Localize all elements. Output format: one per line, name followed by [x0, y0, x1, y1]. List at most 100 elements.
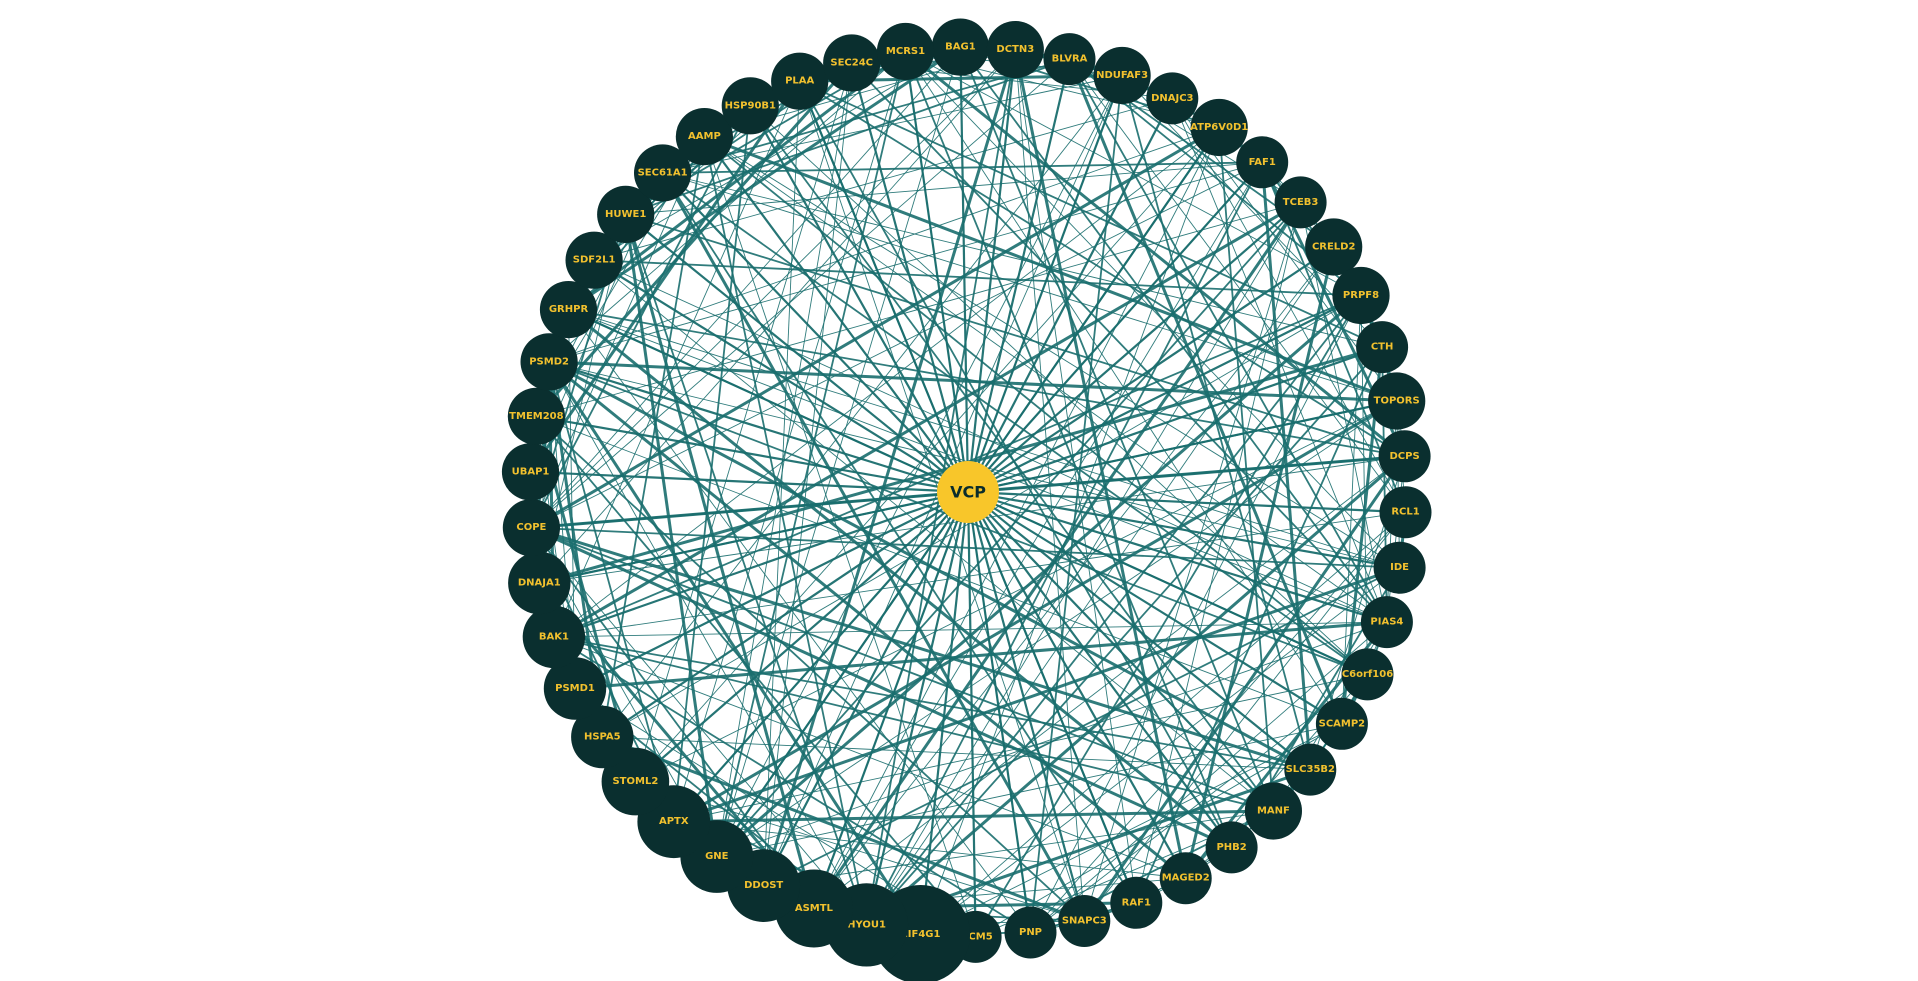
node-blvra[interactable]: BLVRA [1043, 33, 1096, 86]
node-faf1[interactable]: FAF1 [1236, 136, 1289, 189]
node-sdf2l1[interactable]: SDF2L1 [565, 231, 623, 289]
node-tceb3[interactable]: TCEB3 [1274, 176, 1327, 229]
node-edge [535, 415, 1085, 922]
node-edge [865, 455, 1406, 927]
node-dctn3[interactable]: DCTN3 [986, 20, 1044, 79]
node-edge [1184, 246, 1336, 879]
node-circle [1058, 895, 1111, 947]
node-cth[interactable]: CTH [1356, 321, 1409, 374]
node-edge [661, 172, 1138, 904]
node-edge [763, 81, 801, 886]
node-label: GRHPR [549, 304, 589, 315]
hub-edge [530, 470, 969, 494]
node-circle [986, 20, 1044, 79]
node-label: MANF [1257, 806, 1290, 817]
node-hsp90b1[interactable]: HSP90B1 [721, 77, 779, 135]
node-creld2[interactable]: CRELD2 [1305, 218, 1363, 276]
node-label: NDUFAF3 [1096, 70, 1148, 81]
node-label: SNAPC3 [1062, 916, 1107, 927]
node-circle [721, 77, 779, 135]
node-circle [502, 499, 560, 557]
hub-edge [967, 294, 1362, 493]
node-edge [548, 127, 1220, 363]
node-edge [798, 80, 1233, 848]
node-circle [507, 387, 565, 445]
node-ubap1[interactable]: UBAP1 [501, 443, 560, 501]
node-label: TOPORS [1374, 396, 1420, 407]
node-edge [535, 62, 853, 418]
node-snapc3[interactable]: SNAPC3 [1058, 895, 1111, 947]
node-circle [1305, 218, 1363, 276]
node-rcl1[interactable]: RCL1 [1379, 486, 1432, 539]
node-label: CRELD2 [1312, 242, 1356, 253]
node-edge [904, 51, 1233, 848]
node-tmem208[interactable]: TMEM208 [507, 387, 565, 445]
node-label: DDOST [744, 880, 783, 891]
node-edge [799, 80, 1383, 348]
node-cope[interactable]: COPE [502, 499, 560, 557]
node-label: BAG1 [945, 42, 976, 53]
node-edge [529, 80, 801, 473]
node-label: APTX [659, 816, 689, 827]
node-circle [501, 443, 560, 501]
node-scamp2[interactable]: SCAMP2 [1315, 697, 1368, 750]
node-phb2[interactable]: PHB2 [1205, 821, 1258, 874]
node-edge [716, 62, 853, 857]
node-label: EIF4G1 [901, 929, 941, 940]
node-circle [1004, 906, 1057, 959]
node-edge [905, 51, 1343, 725]
node-psmd2[interactable]: PSMD2 [520, 333, 578, 391]
node-dnaja1[interactable]: DNAJA1 [508, 551, 571, 615]
node-bag1[interactable]: BAG1 [931, 18, 990, 76]
node-psmd1[interactable]: PSMD1 [543, 657, 607, 720]
node-prpf8[interactable]: PRPF8 [1332, 266, 1390, 325]
node-bak1[interactable]: BAK1 [522, 605, 586, 669]
node-raf1[interactable]: RAF1 [1110, 876, 1163, 929]
node-ide[interactable]: IDE [1373, 541, 1426, 594]
node-edge [538, 49, 1016, 584]
node-edge [1030, 295, 1362, 933]
node-manf[interactable]: MANF [1244, 782, 1302, 840]
node-edge [548, 161, 1263, 363]
node-grhpr[interactable]: GRHPR [539, 281, 598, 339]
hub-edge [966, 491, 1086, 922]
hub-edge [548, 360, 969, 494]
node-slc35b2[interactable]: SLC35B2 [1284, 743, 1337, 796]
node-edge [716, 46, 961, 857]
node-label: C6orf106 [1342, 669, 1393, 680]
node-circle [1379, 486, 1432, 539]
node-circle [1146, 72, 1199, 125]
node-hspa5[interactable]: HSPA5 [571, 705, 634, 769]
node-circle [675, 108, 734, 166]
node-aamp[interactable]: AAMP [675, 108, 734, 166]
node-sec61a1[interactable]: SEC61A1 [634, 144, 692, 202]
node-edge [662, 172, 1397, 402]
node-stoml2[interactable]: STOML2 [601, 747, 670, 816]
node-c6orf106[interactable]: C6orf106 [1341, 648, 1394, 701]
node-edge [715, 51, 907, 857]
node-ndufaf3[interactable]: NDUFAF3 [1093, 46, 1151, 105]
node-pias4[interactable]: PIAS4 [1360, 596, 1413, 649]
node-edge [635, 127, 1220, 782]
node-edge [904, 50, 1406, 458]
node-edge [553, 127, 1220, 638]
node-plaa[interactable]: PLAA [771, 52, 829, 110]
hub-edge [634, 491, 969, 783]
node-sec24c[interactable]: SEC24C [823, 34, 881, 92]
node-topors[interactable]: TOPORS [1368, 372, 1426, 430]
hub-node[interactable]: VCP [937, 461, 999, 523]
node-edge [673, 51, 906, 822]
node-maged2[interactable]: MAGED2 [1159, 852, 1212, 905]
node-edge [625, 58, 1070, 216]
node-edge [1030, 621, 1388, 933]
node-huwe1[interactable]: HUWE1 [597, 185, 655, 243]
node-dnajc3[interactable]: DNAJC3 [1146, 72, 1199, 125]
node-edge [704, 136, 1388, 623]
node-atp6v0d1[interactable]: ATP6V0D1 [1190, 98, 1248, 157]
node-circle [1159, 852, 1212, 905]
node-mcrs1[interactable]: MCRS1 [876, 22, 935, 81]
node-pnp[interactable]: PNP [1004, 906, 1057, 959]
node-dcps[interactable]: DCPS [1378, 430, 1431, 483]
node-label: ASMTL [795, 903, 834, 914]
node-edge [531, 526, 1274, 812]
